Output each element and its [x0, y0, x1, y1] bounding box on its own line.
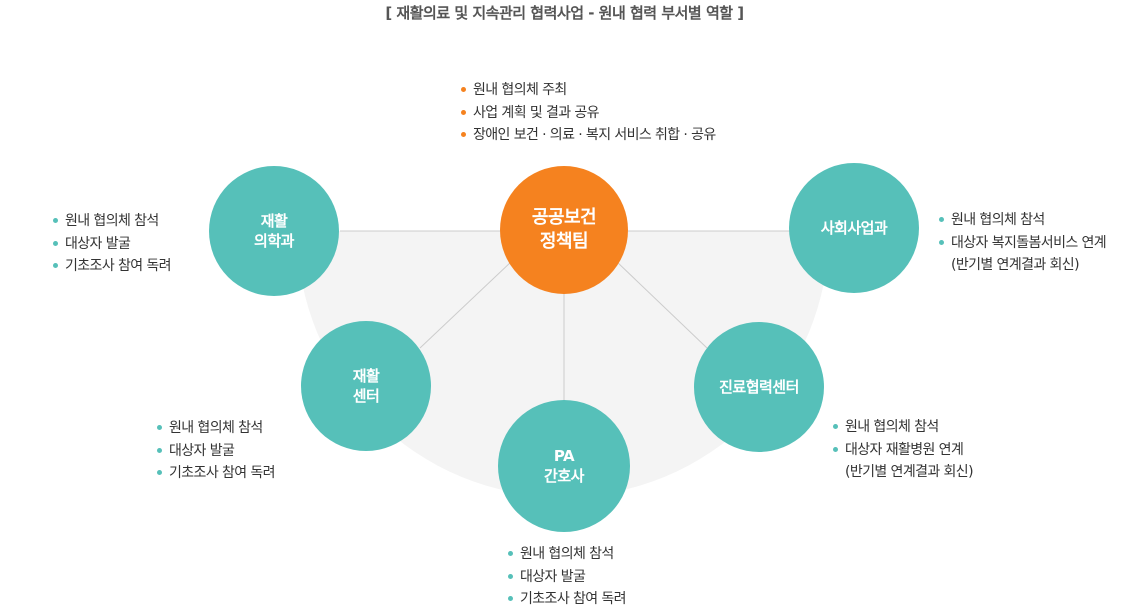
page-title: [ 재활의료 및 지속관리 협력사업 - 원내 협력 부서별 역할 ] — [385, 4, 744, 22]
list-item: 대상자 재활병원 연계 — [832, 439, 973, 462]
node-rehab-medicine: 재활 의학과 — [209, 166, 339, 296]
list-item: 원내 협의체 참석 — [52, 210, 171, 233]
node-pa-nursing: PA 간호사 — [498, 400, 630, 532]
list-item: 대상자 복지돌봄서비스 연계 — [938, 232, 1107, 255]
rehab-center-role-list: 원내 협의체 참석 대상자 발굴 기초조사 참여 독려 — [156, 417, 276, 485]
list-item: 원내 협의체 참석 — [832, 416, 973, 439]
node-label-line: 재활 — [352, 366, 380, 385]
node-label-line: 의학과 — [254, 232, 294, 250]
list-item: 사업 계획 및 결과 공유 — [460, 102, 716, 125]
node-care-center: 진료협력센터 — [694, 322, 824, 452]
node-social-work: 사회사업과 — [789, 163, 919, 293]
list-item: (반기별 연계결과 회신) — [951, 257, 1080, 273]
list-item: 기초조사 참여 독려 — [156, 462, 276, 485]
node-label-line: 진료협력센터 — [719, 377, 799, 396]
node-label-line: 간호사 — [544, 467, 584, 485]
list-item: 대상자 발굴 — [156, 440, 275, 463]
node-rehab-center: 재활 센터 — [301, 321, 431, 451]
list-item: 대상자 발굴 — [507, 566, 626, 589]
list-item: 기초조사 참여 독려 — [507, 588, 627, 611]
node-label-line: PA — [553, 446, 575, 465]
connector-line-care-center — [615, 260, 708, 349]
list-item: 기초조사 참여 독려 — [52, 255, 172, 278]
node-label-line: 공공보건 — [531, 206, 597, 228]
center-role-list: 원내 협의체 주최 사업 계획 및 결과 공유 장애인 보건 · 의료 · 복지… — [460, 79, 716, 147]
background-arc — [297, 231, 829, 497]
social-work-role-list: 원내 협의체 참석 대상자 복지돌봄서비스 연계 (반기별 연계결과 회신) — [938, 209, 1107, 277]
list-item: 원내 협의체 참석 — [156, 417, 275, 440]
node-label-line: 사회사업과 — [820, 218, 888, 237]
connector-line-rehab-center — [419, 260, 513, 349]
rehab-medicine-role-list: 원내 협의체 참석 대상자 발굴 기초조사 참여 독려 — [52, 210, 172, 278]
list-item: 대상자 발굴 — [52, 233, 171, 256]
list-item: 장애인 보건 · 의료 · 복지 서비스 취합 · 공유 — [460, 124, 716, 147]
list-item: (반기별 연계결과 회신) — [845, 464, 974, 480]
node-public-health-policy-team: 공공보건 정책팀 — [500, 166, 628, 294]
list-item: 원내 협의체 주최 — [460, 79, 716, 102]
node-label-line: 센터 — [352, 387, 380, 405]
pa-nursing-role-list: 원내 협의체 참석 대상자 발굴 기초조사 참여 독려 — [507, 543, 627, 611]
list-item: 원내 협의체 참석 — [938, 209, 1106, 232]
list-item: 원내 협의체 참석 — [507, 543, 626, 566]
node-label-line: 재활 — [260, 211, 288, 230]
care-center-role-list: 원내 협의체 참석 대상자 재활병원 연계 (반기별 연계결과 회신) — [832, 416, 974, 484]
node-label-line: 정책팀 — [539, 231, 589, 252]
